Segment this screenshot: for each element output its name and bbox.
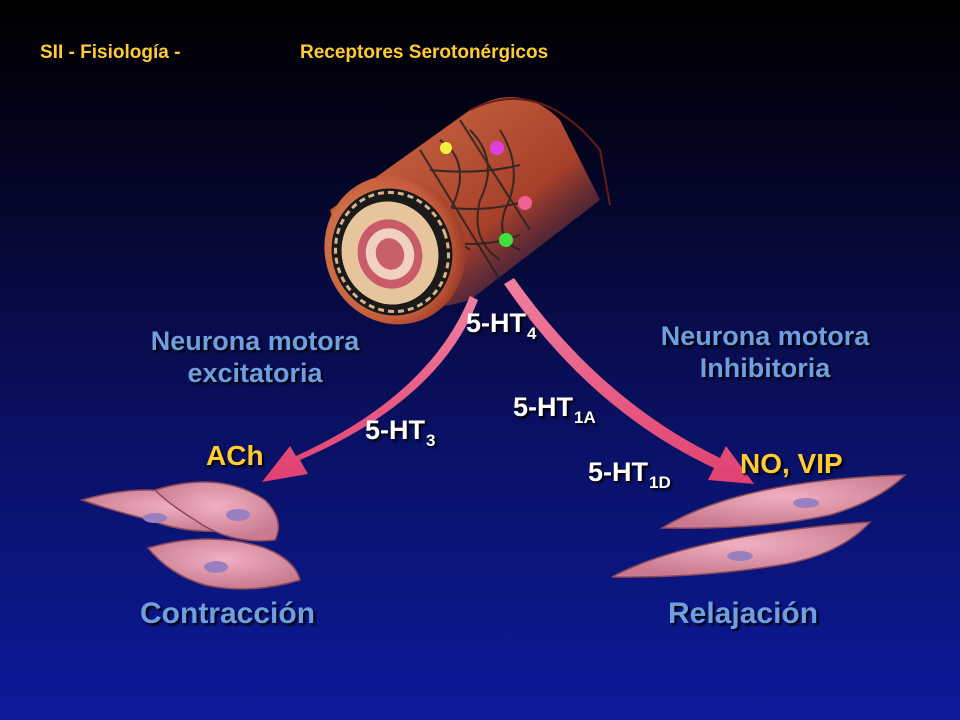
receptor-5ht4-sub: 4 [527, 324, 537, 343]
smooth-muscle-cell-icon [611, 474, 907, 578]
inhibitory-neuron-line1: Neurona motora [660, 321, 870, 351]
inhibitory-arrow [504, 278, 754, 484]
receptor-5ht3: 5-HT3 [365, 415, 435, 451]
inhibitory-neuron-label: Neurona motora Inhibitoria [625, 320, 905, 384]
course-title: SII - Fisiología - [40, 42, 181, 63]
receptor-5ht1a: 5-HT1A [513, 392, 596, 428]
page-title: Receptores Serotonérgicos [300, 42, 549, 63]
receptor-5ht1d-sub: 1D [649, 473, 671, 492]
no-vip-label: NO, VIP [740, 448, 843, 479]
relaxation-label: Relajación [668, 597, 819, 630]
receptor-5ht4-base: 5-HT [466, 308, 526, 338]
excitatory-arrow [262, 296, 478, 482]
excitatory-neuron-label: Neurona motora excitatoria [120, 325, 390, 389]
receptor-5ht1a-sub: 1A [574, 408, 596, 427]
receptor-5ht1a-base: 5-HT [513, 392, 573, 422]
inhibitory-neuron-line2: Inhibitoria [699, 353, 831, 383]
intestine-cross-section-icon [324, 97, 611, 325]
receptor-5ht4: 5-HT4 [466, 308, 536, 344]
excitatory-neuron-line2: excitatoria [187, 358, 323, 388]
excitatory-neuron-line1: Neurona motora [150, 326, 360, 356]
receptor-5ht1d: 5-HT1D [588, 457, 671, 493]
ach-label: ACh [206, 440, 264, 471]
receptor-5ht1d-base: 5-HT [588, 457, 648, 487]
receptor-5ht3-base: 5-HT [365, 415, 425, 445]
receptor-5ht3-sub: 3 [426, 431, 436, 450]
contraction-label: Contracción [140, 597, 316, 630]
smooth-muscle-cell-icon [79, 481, 301, 590]
